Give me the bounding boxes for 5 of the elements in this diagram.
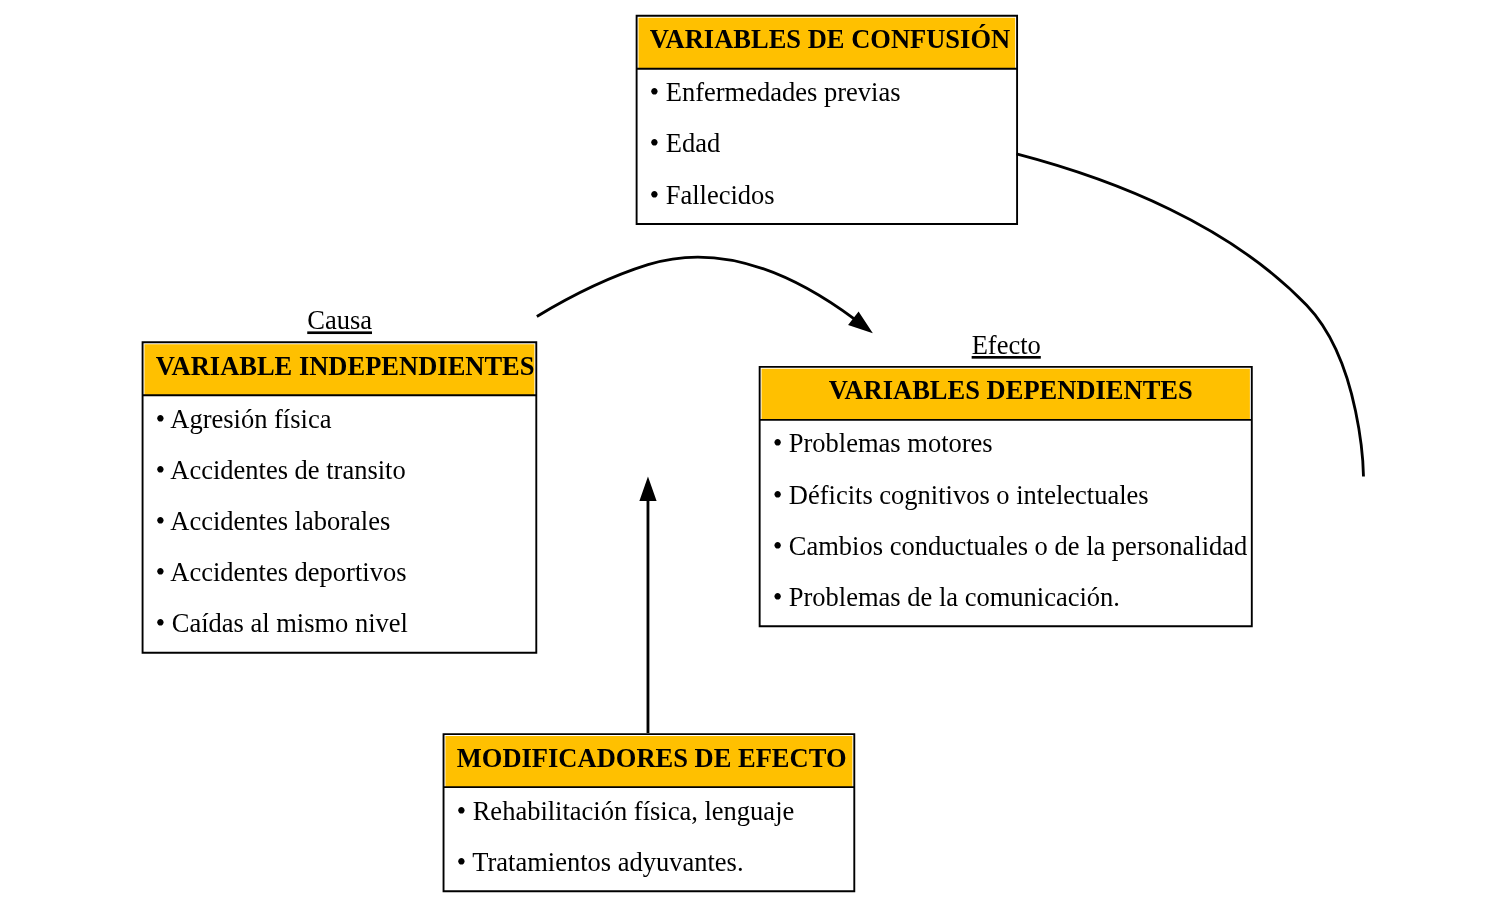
arrow xyxy=(639,476,657,734)
arrow xyxy=(536,255,873,334)
node-label: Efecto xyxy=(971,330,1041,360)
connector xyxy=(1016,152,1365,477)
node-label: Causa xyxy=(307,305,373,336)
